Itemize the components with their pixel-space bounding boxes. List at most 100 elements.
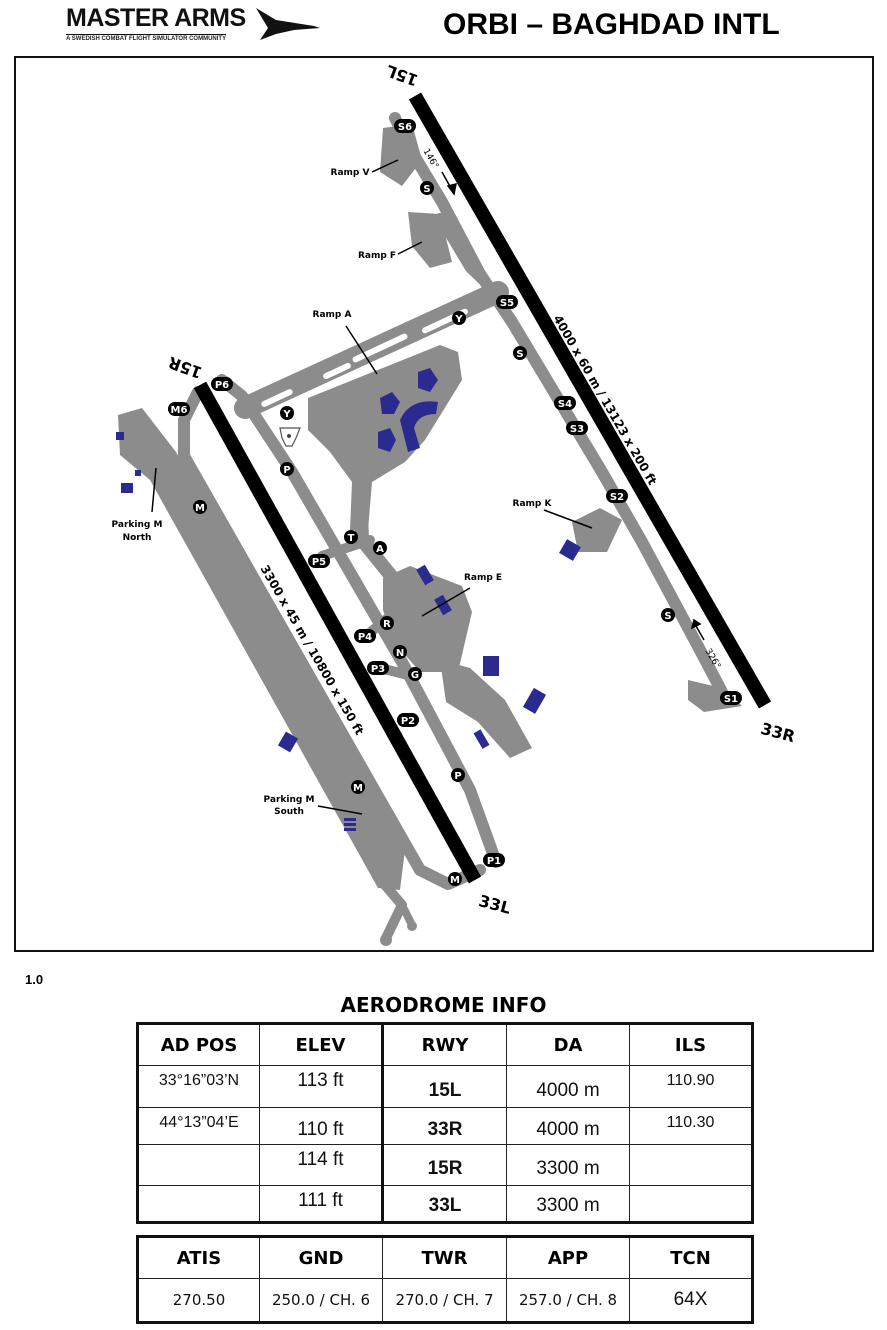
label-ramp-e: Ramp E [464, 573, 502, 583]
taxiway-label-badge [606, 489, 628, 503]
taxiway-label: M6 [168, 402, 190, 416]
table-header-row: ATIS GND TWR APP TCN [137, 1236, 753, 1279]
taxiway-label-badge [452, 311, 466, 325]
runway-label-15l: 15L [384, 61, 421, 90]
taxiway-label-badge [483, 853, 505, 867]
taxiway-label-text: P1 [487, 856, 501, 867]
cell-elev: 113 ft [259, 1065, 383, 1108]
taxiway-label-text: A [376, 544, 384, 555]
cell-da: 3300 m [506, 1185, 630, 1223]
taxiway-label-badge [211, 377, 233, 391]
table-row: 44°13”04’E 110 ft 33R 4000 m 110.30 [137, 1107, 753, 1145]
cell-gnd: 250.0 / CH. 6 [259, 1278, 383, 1323]
taxiway-label-text: S1 [724, 694, 738, 705]
leader-lines [151, 159, 593, 815]
taxiway-label: M [351, 780, 365, 794]
cell-ils [629, 1185, 753, 1223]
label-ramp-a: Ramp A [313, 310, 352, 320]
taxiway-label-badge [554, 396, 576, 410]
taxiway-label-badge [448, 872, 462, 886]
header-twr: TWR [382, 1236, 507, 1279]
runway-label-15r: 15R [166, 353, 205, 383]
taxiway-label-text: P5 [312, 557, 326, 568]
cell-elev: 114 ft [259, 1144, 383, 1186]
taxiway-label: P2 [397, 713, 419, 727]
aerodrome-info-table: AD POS ELEV RWY DA ILS 33°16”03’N 113 ft… [136, 1022, 754, 1224]
label-parking-m-south: Parking M [264, 795, 315, 805]
taxiway-label-text: M6 [171, 405, 188, 416]
taxiway-label-badge [367, 661, 389, 675]
taxiway-label-badge [496, 295, 518, 309]
taxiway-label-badge [397, 713, 419, 727]
taxiway-label: P1 [483, 853, 505, 867]
label-ramp-v: Ramp V [331, 168, 370, 178]
taxiway-label-text: P [283, 465, 290, 476]
runway-label-33l: 33L [477, 891, 513, 918]
jet-icon [256, 8, 320, 40]
taxiway-label-badge [280, 406, 294, 420]
cell-rwy: 33L [381, 1185, 507, 1223]
taxiway-label: Y [280, 406, 294, 420]
taxiway-label-badge [393, 645, 407, 659]
taxiway-label: S [420, 181, 434, 195]
taxiway-label-text: S [423, 184, 430, 195]
taxiway-label-text: S [664, 611, 671, 622]
taxiway-label: P5 [308, 554, 330, 568]
taxiway-label: G [408, 667, 422, 681]
pad [407, 921, 417, 931]
taxiway-label: P [451, 768, 465, 782]
header-elev: ELEV [259, 1023, 383, 1066]
cell-app: 257.0 / CH. 8 [506, 1278, 630, 1323]
header-ad-pos: AD POS [137, 1023, 260, 1066]
taxiway-label-text: P [454, 771, 461, 782]
taxiway-label-text: P4 [358, 632, 372, 643]
taxiway-label-text: S3 [570, 424, 584, 435]
taxiway-label-badge [168, 402, 190, 416]
taxiway-label: S3 [566, 421, 588, 435]
taxiway-label-badge [420, 181, 434, 195]
buildings [116, 368, 581, 831]
taxiway-label: S2 [606, 489, 628, 503]
taxiway-label-badge [394, 119, 416, 133]
taxiway-label: P6 [211, 377, 233, 391]
taxiway-label: S [513, 346, 527, 360]
taxiway-label: R [380, 616, 394, 630]
tower-icon [279, 427, 301, 447]
table-row: 114 ft 15R 3300 m [137, 1144, 753, 1186]
taxiway-label-badge [308, 554, 330, 568]
cell-rwy: 15R [381, 1144, 507, 1186]
taxiway-label-text: S5 [500, 298, 514, 309]
taxiway-label-badge [513, 346, 527, 360]
taxiway-label: S1 [720, 691, 742, 705]
taxiway-label-badge [351, 780, 365, 794]
header-rwy: RWY [381, 1023, 507, 1066]
taxiway-label-badge [720, 691, 742, 705]
taxiway-label-text: Y [454, 314, 463, 325]
table-row: 270.50 250.0 / CH. 6 270.0 / CH. 7 257.0… [137, 1278, 753, 1323]
table-row: 33°16”03’N 113 ft 15L 4000 m 110.90 [137, 1065, 753, 1108]
header-app: APP [506, 1236, 630, 1279]
heading-arrows [441, 171, 705, 641]
cell-twr: 270.0 / CH. 7 [382, 1278, 507, 1323]
cell-ils: 110.90 [629, 1065, 753, 1108]
table-header-row: AD POS ELEV RWY DA ILS [137, 1023, 753, 1066]
taxiway-label: S6 [394, 119, 416, 133]
cell-ils [629, 1144, 753, 1186]
cell-tcn: 64X [629, 1278, 753, 1323]
taxiway-label: P [280, 462, 294, 476]
cell-ils: 110.30 [629, 1107, 753, 1145]
taxiway-label-badge [566, 421, 588, 435]
taxiway-label-badge [354, 629, 376, 643]
taxiway-label-badge [408, 667, 422, 681]
chart-version: 1.0 [25, 972, 44, 987]
cell-rwy: 33R [381, 1107, 507, 1145]
taxiway-label-text: P2 [401, 716, 415, 727]
taxiway-label-text: S4 [558, 399, 572, 410]
taxiway-label-badge [661, 608, 675, 622]
taxiway-label-text: M [195, 503, 205, 514]
taxiway-label-badge [451, 768, 465, 782]
pad [380, 934, 392, 946]
logo-subtitle: A SWEDISH COMBAT FLIGHT SIMULATOR COMMUN… [66, 34, 227, 42]
taxiway-label-text: M [353, 783, 363, 794]
